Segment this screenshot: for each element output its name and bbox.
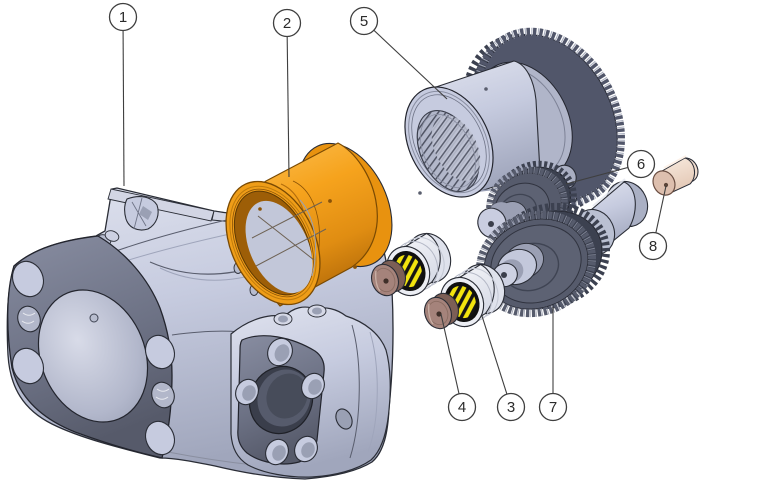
- balloon-1-gearbox-housing: 1: [108, 2, 138, 32]
- housing-lug: [104, 230, 120, 242]
- balloon-circle-6: [626, 149, 656, 179]
- bolt-hole: [144, 334, 176, 370]
- block-side-hole: [335, 408, 353, 430]
- balloon-4-thrust-washer: 4: [447, 392, 477, 422]
- leader-line-1: [122, 16, 125, 187]
- drum-face-groove: [408, 90, 490, 194]
- balloon-number-4: 4: [458, 399, 466, 416]
- balloon-number-8: 8: [649, 238, 657, 255]
- clamp-ring-part: [225, 142, 393, 307]
- balloon-number-5: 5: [360, 13, 368, 30]
- drum-needle-rollers: [431, 115, 481, 181]
- ring-groove: [232, 188, 314, 298]
- ring-inner-back-edge: [299, 199, 317, 277]
- pinion-hub-hole: [488, 221, 494, 227]
- threaded-hole: [17, 305, 41, 333]
- ring-screw-dot: [353, 265, 357, 269]
- drum-dot: [418, 191, 422, 195]
- flange-bore: [37, 289, 149, 423]
- pin-face: [652, 170, 676, 196]
- leader-line-5: [363, 20, 448, 100]
- ring-screw-dot: [328, 199, 332, 203]
- leader-line-2: [286, 22, 290, 178]
- balloon-5-drum-gear: 5: [349, 6, 379, 36]
- block-crease: [367, 331, 378, 453]
- balloon-6-pinion-gear: 6: [626, 149, 656, 179]
- balloon-7-spur-gear: 7: [538, 392, 568, 422]
- gear-hub-hole: [501, 272, 507, 278]
- balloon-8-cylindrical-pin: 8: [638, 231, 668, 261]
- leader-line-4: [440, 313, 463, 408]
- balloon-number-3: 3: [507, 399, 515, 416]
- balloon-number-6: 6: [637, 156, 645, 173]
- bolt-hole: [11, 347, 45, 385]
- pinion-teeth-highlight: [486, 166, 568, 244]
- thread-lines: [21, 312, 36, 324]
- ring-screw-dot: [258, 207, 262, 211]
- balloon-circle-4: [447, 392, 477, 422]
- callout-layer: 1 2 5 6 8 4 3 7: [108, 2, 668, 422]
- balloon-circle-2: [272, 8, 302, 38]
- gear-teeth: [475, 210, 597, 318]
- ring-opening-interior: [245, 200, 313, 294]
- balloon-2-clamp-ring: 2: [272, 8, 302, 38]
- block-bore-deep: [266, 373, 308, 419]
- boss-slot: [139, 206, 152, 220]
- block-boss-top-hole: [278, 315, 288, 323]
- threaded-hole: [151, 381, 175, 409]
- bolt-hole: [144, 420, 176, 456]
- balloon-circle-8: [638, 231, 668, 261]
- block-crease: [349, 324, 360, 459]
- flange-pin-hole: [89, 313, 99, 323]
- thread-lines: [155, 388, 170, 400]
- balloon-circle-5: [349, 6, 379, 36]
- balloon-3-needle-bearing: 3: [496, 392, 526, 422]
- bolt-hole: [11, 260, 45, 298]
- pin-part: [652, 155, 699, 196]
- balloon-circle-7: [538, 392, 568, 422]
- balloon-number-7: 7: [549, 399, 557, 416]
- balloon-circle-3: [496, 392, 526, 422]
- drum-dot: [484, 87, 488, 91]
- block-boss-top-hole: [312, 307, 322, 315]
- drum-bore-ring: [420, 114, 476, 188]
- pin-highlight: [663, 155, 687, 169]
- ring-groove: [229, 185, 317, 301]
- balloon-circle-1: [108, 2, 138, 32]
- spur-gear-part: [475, 202, 611, 318]
- block-holes: [235, 337, 325, 466]
- balloon-number-1: 1: [119, 9, 127, 26]
- gear-teeth-back: [489, 202, 611, 310]
- housing-mount-block: [230, 304, 391, 478]
- pin-face-dot: [663, 182, 669, 188]
- leader-line-3: [481, 315, 512, 408]
- shaft-highlight: [592, 178, 626, 207]
- drum-gear-part: [404, 27, 625, 213]
- balloon-number-2: 2: [283, 15, 291, 32]
